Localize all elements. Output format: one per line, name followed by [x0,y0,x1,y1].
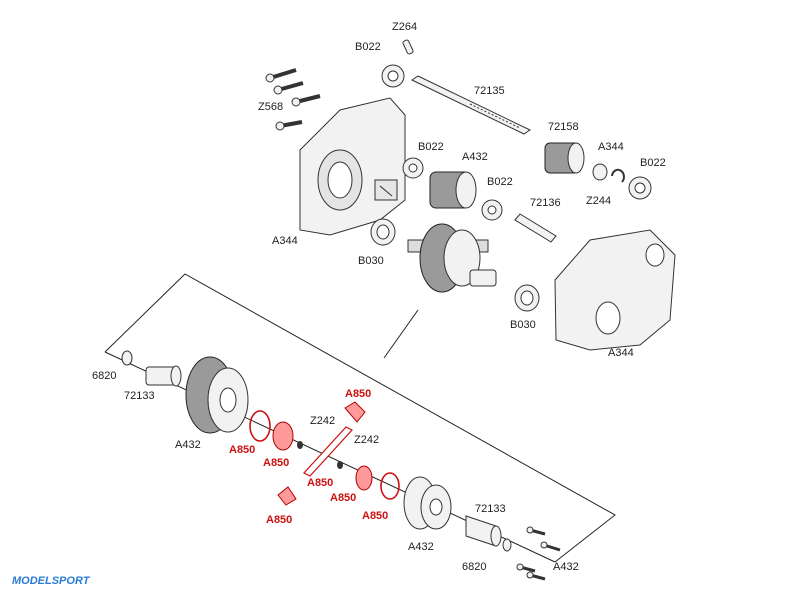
label-a850-right: A850 [362,510,388,522]
label-72133-left: 72133 [124,390,155,402]
label-a850-center2: A850 [330,492,356,504]
spur-gear-a432-left [185,356,249,434]
bearing-b022-right [628,176,652,200]
label-6820-bottom: 6820 [462,561,486,573]
label-a432-top: A432 [462,151,488,163]
label-a850-top: A850 [345,388,371,400]
pin-72136 [514,213,557,243]
label-a850-mid: A850 [263,457,289,469]
modelsport-logo: MODELSPORT [12,575,91,587]
label-a850-center: A850 [307,477,333,489]
label-72158: 72158 [548,121,579,133]
washer-6820-top [121,350,133,366]
label-z242-a: Z242 [310,415,335,427]
label-72136: 72136 [530,197,561,209]
label-72133-right: 72133 [475,503,506,515]
label-a344-right: A344 [608,347,634,359]
gearbox-housing-right [554,229,676,351]
diff-spur-gear-upper [407,223,497,293]
red-shim-right [380,472,400,500]
label-b022-center: B022 [487,176,513,188]
label-72135: 72135 [474,85,505,97]
red-cross-pin [303,426,353,477]
label-b022-mid: B022 [418,141,444,153]
gear-a432-top [429,171,477,209]
bearing-b022-center [481,199,503,221]
screws-a432-bottom-right [516,526,561,581]
gear-72158 [544,142,585,174]
label-z244: Z244 [586,195,611,207]
pin-z264 [402,39,414,55]
screws-z568 [265,68,321,131]
label-b030-left: B030 [358,255,384,267]
label-a344-small: A344 [598,141,624,153]
label-z264: Z264 [392,21,417,33]
label-a432-bottom: A432 [408,541,434,553]
washer-6820-bottom [502,538,512,552]
red-bevel-gear-bottom [277,486,297,506]
shim-a344 [592,163,608,181]
red-bevel-gear-right [355,465,373,491]
label-6820-top: 6820 [92,370,116,382]
red-bevel-gear-top [344,401,366,423]
label-a344-left: A344 [272,235,298,247]
bearing-b022-top [381,64,405,88]
diff-housing-a432-bottom [403,476,452,530]
label-z568: Z568 [258,101,283,113]
bearing-b030-left [370,218,396,246]
red-bevel-gear-left [272,421,294,451]
clip-z244 [611,168,625,183]
small-washer-left [297,441,303,449]
label-a850-bottom: A850 [266,514,292,526]
red-shim-left [249,410,271,442]
outdrive-72133-left [145,365,182,387]
bearing-b030-right [514,284,540,312]
label-b022-right: B022 [640,157,666,169]
small-washer-right [337,461,343,469]
outdrive-72133-right [465,515,502,547]
shaft-72135 [410,75,532,135]
label-b022-top: B022 [355,41,381,53]
gearbox-housing-left [299,97,406,236]
label-a432-left: A432 [175,439,201,451]
label-a432-bottom-right: A432 [553,561,579,573]
label-b030-right: B030 [510,319,536,331]
label-a850-left: A850 [229,444,255,456]
bearing-b022-mid [402,157,424,179]
label-z242-b: Z242 [354,434,379,446]
